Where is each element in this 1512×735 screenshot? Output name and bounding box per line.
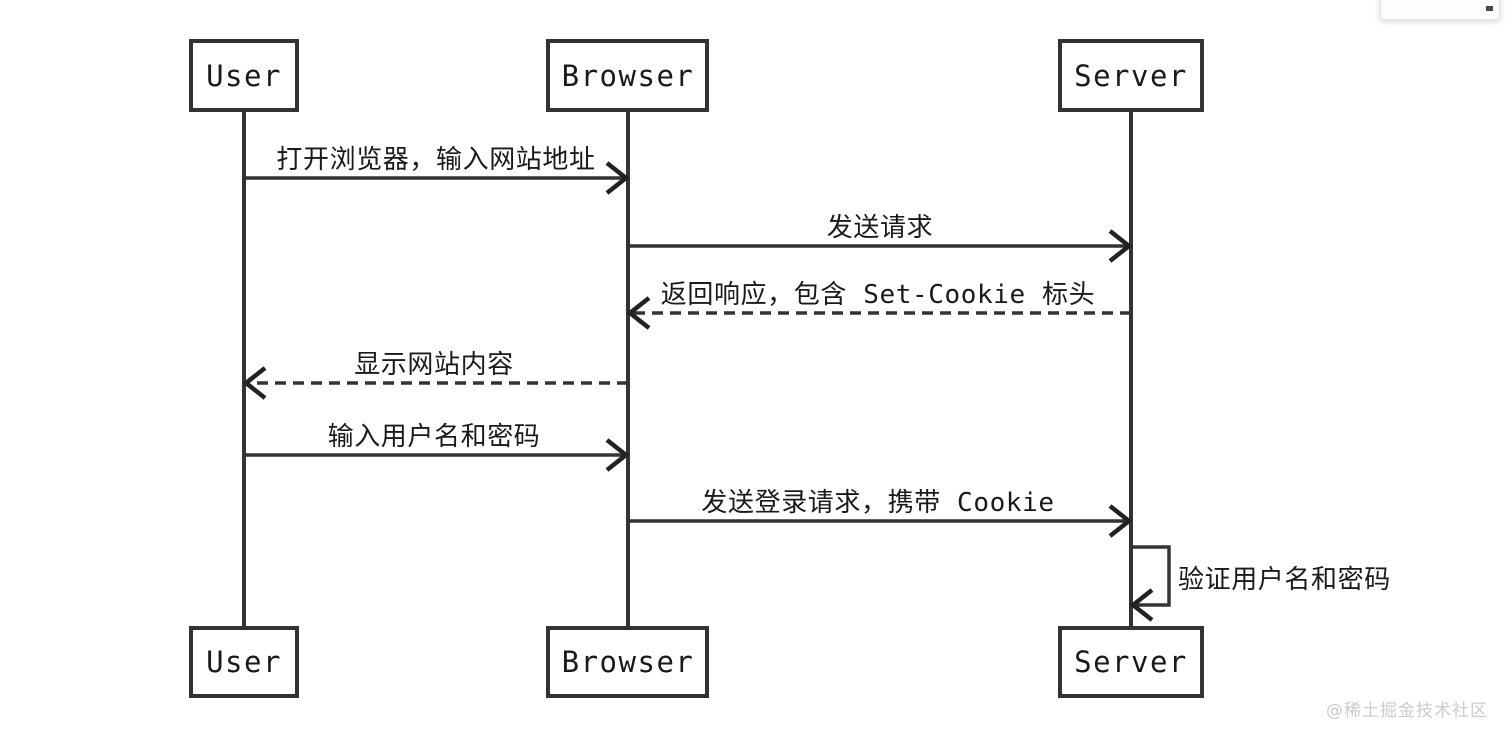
arrowhead-left-show-site-content: [242, 366, 267, 400]
actor-box-user-bottom: [189, 626, 299, 698]
arrowhead-right-send-request: [1108, 229, 1133, 263]
message-response-set-cookie[interactable]: 返回响应，包含 Set-Cookie 标头: [626, 280, 1131, 330]
arrowhead-left-verify-credentials: [1129, 588, 1154, 622]
actor-user-bottom[interactable]: User: [189, 626, 299, 698]
actor-server-bottom[interactable]: Server: [1058, 626, 1204, 698]
message-send-login-request[interactable]: 发送登录请求，携带 Cookie: [628, 488, 1133, 538]
arrowhead-right-send-login-request: [1108, 504, 1133, 538]
message-label-enter-credentials: 输入用户名和密码: [328, 422, 541, 452]
actor-boxes-top: User Browser Server: [189, 39, 1204, 112]
arrowhead-right-enter-credentials: [605, 438, 630, 472]
actor-browser-bottom[interactable]: Browser: [546, 626, 709, 698]
message-enter-credentials[interactable]: 输入用户名和密码: [244, 422, 630, 472]
lifelines: [242, 110, 1133, 628]
message-line-verify-credentials: [1131, 545, 1171, 607]
message-open-browser[interactable]: 打开浏览器，输入网站地址: [244, 145, 630, 195]
actor-label-server-top: Server: [1074, 59, 1188, 93]
actor-box-user-top: [189, 39, 299, 112]
message-label-send-request: 发送请求: [827, 213, 933, 243]
actor-box-server-top: [1058, 39, 1204, 112]
actor-boxes-bottom: User Browser Server: [189, 626, 1204, 698]
actor-box-server-bottom: [1058, 626, 1204, 698]
message-label-open-browser: 打开浏览器，输入网站地址: [276, 145, 595, 175]
actor-label-server-bottom: Server: [1074, 645, 1188, 679]
actor-label-user-bottom: User: [206, 645, 282, 679]
actor-box-browser-bottom: [546, 626, 709, 698]
actor-label-browser-bottom: Browser: [562, 645, 695, 679]
message-label-show-site-content: 显示网站内容: [354, 350, 514, 380]
message-verify-credentials[interactable]: 验证用户名和密码: [1129, 545, 1391, 622]
message-label-response-set-cookie: 返回响应，包含 Set-Cookie 标头: [661, 280, 1095, 310]
watermark-text: @稀土掘金技术社区: [1326, 701, 1488, 721]
actor-user-top[interactable]: User: [189, 39, 299, 112]
arrowhead-right-open-browser: [605, 161, 630, 195]
actor-label-user-top: User: [206, 59, 282, 93]
corner-ui-panel[interactable]: [1380, 0, 1500, 20]
corner-panel-indicator: [1486, 6, 1493, 11]
actor-label-browser-top: Browser: [562, 59, 695, 93]
message-label-verify-credentials: 验证用户名和密码: [1178, 565, 1391, 595]
actor-box-browser-top: [546, 39, 709, 112]
message-send-request[interactable]: 发送请求: [628, 213, 1133, 263]
arrowhead-left-response-set-cookie: [626, 296, 651, 330]
actor-server-top[interactable]: Server: [1058, 39, 1204, 112]
message-show-site-content[interactable]: 显示网站内容: [242, 350, 628, 400]
message-label-send-login-request: 发送登录请求，携带 Cookie: [701, 488, 1054, 518]
actor-browser-top[interactable]: Browser: [546, 39, 709, 112]
